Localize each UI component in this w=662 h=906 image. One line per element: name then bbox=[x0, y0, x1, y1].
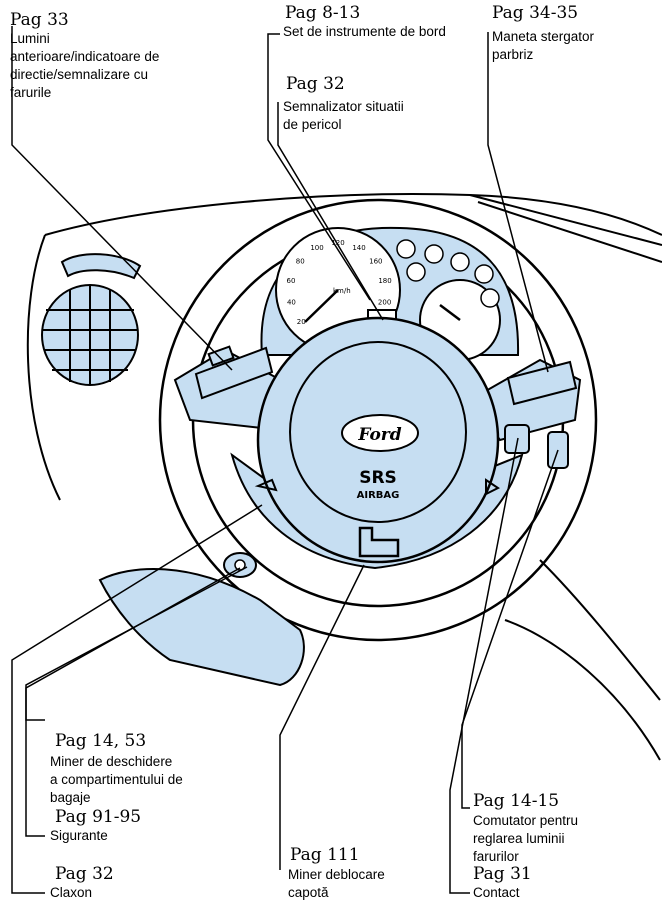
callout-wiper-page: Pag 34-35 bbox=[492, 3, 579, 23]
callout-line: anterioare/indicatoare de bbox=[10, 49, 160, 64]
callout-hazard-desc: Semnalizator situatii de pericol bbox=[283, 98, 404, 134]
callout-line: Sigurante bbox=[50, 828, 108, 843]
speedo-tick-label: 40 bbox=[287, 299, 296, 307]
callout-trunk-page: Pag 14, 53 bbox=[55, 731, 147, 751]
callout-line: Miner deblocare bbox=[288, 867, 385, 882]
callout-horn-page: Pag 32 bbox=[55, 864, 114, 884]
speedo-tick-label: 80 bbox=[296, 257, 305, 265]
callout-ignition-page: Pag 31 bbox=[473, 864, 532, 884]
callout-line: Comutator pentru bbox=[473, 813, 579, 828]
callout-line: Contact bbox=[473, 885, 520, 900]
callout-line: reglarea luminii bbox=[473, 831, 565, 846]
callout-line: de pericol bbox=[283, 117, 342, 132]
callout-trunk-desc: Miner de deschidere a compartimentului d… bbox=[50, 753, 183, 807]
callout-line: Lumini bbox=[10, 31, 50, 46]
callout-hazard-page: Pag 32 bbox=[286, 74, 345, 94]
callout-lights-desc: Lumini anterioare/indicatoare de directi… bbox=[10, 30, 159, 102]
speedo-tick-label: 180 bbox=[378, 277, 391, 285]
speedo-tick-label: 160 bbox=[369, 257, 382, 265]
lights-stalk bbox=[194, 345, 274, 400]
callout-line: capotă bbox=[288, 885, 329, 900]
callout-fuses-page: Pag 91-95 bbox=[55, 807, 142, 827]
callout-cluster-page: Pag 8-13 bbox=[285, 3, 361, 23]
speedo-tick-label: 200 bbox=[378, 299, 391, 307]
callout-horn-desc: Claxon bbox=[50, 884, 92, 902]
callout-hood-page: Pag 111 bbox=[290, 845, 360, 865]
callout-line: Maneta stergator bbox=[492, 29, 595, 44]
speedo-tick-label: 20 bbox=[297, 318, 306, 326]
wiper-stalk bbox=[506, 360, 578, 406]
callout-wiper-desc: Maneta stergator parbriz bbox=[492, 28, 594, 64]
air-vent bbox=[41, 253, 142, 386]
speedo-tick-label: 60 bbox=[287, 277, 296, 285]
callout-headlamp-page: Pag 14-15 bbox=[473, 791, 560, 811]
callout-line: parbriz bbox=[492, 47, 534, 62]
srs-label: SRS bbox=[359, 468, 397, 488]
airbag-hub: Ford SRS AIRBAG bbox=[254, 316, 500, 564]
callout-lights-page: Pag 33 bbox=[10, 10, 69, 30]
callout-line: Semnalizator situatii bbox=[283, 99, 404, 114]
speedo-tick-label: 100 bbox=[310, 244, 323, 252]
callout-line: Claxon bbox=[50, 885, 93, 900]
callout-cluster-desc: Set de instrumente de bord bbox=[283, 23, 446, 41]
dashboard-outline bbox=[26, 193, 662, 761]
callout-line: Set de instrumente de bord bbox=[283, 24, 446, 39]
callout-line: farurilor bbox=[473, 849, 519, 864]
callout-fuses-desc: Sigurante bbox=[50, 827, 108, 845]
speedo-tick-label: 120 bbox=[331, 239, 344, 247]
callout-ignition-desc: Contact bbox=[473, 884, 520, 902]
callout-line: a compartimentului de bbox=[50, 772, 183, 787]
callout-headlamp-desc: Comutator pentru reglarea luminii faruri… bbox=[473, 812, 578, 866]
leader-lines bbox=[11, 26, 559, 894]
airbag-label: AIRBAG bbox=[357, 490, 400, 501]
callout-line: farurile bbox=[10, 85, 52, 100]
callout-hood-desc: Miner deblocare capotă bbox=[288, 866, 385, 902]
callout-line: directie/semnalizare cu bbox=[10, 67, 149, 82]
speedo-unit: km/h bbox=[333, 287, 351, 295]
callout-line: bagaje bbox=[50, 790, 91, 805]
callout-line: Miner de deschidere bbox=[50, 754, 173, 769]
ford-logo: Ford bbox=[357, 425, 401, 445]
speedo-tick-label: 140 bbox=[352, 244, 365, 252]
